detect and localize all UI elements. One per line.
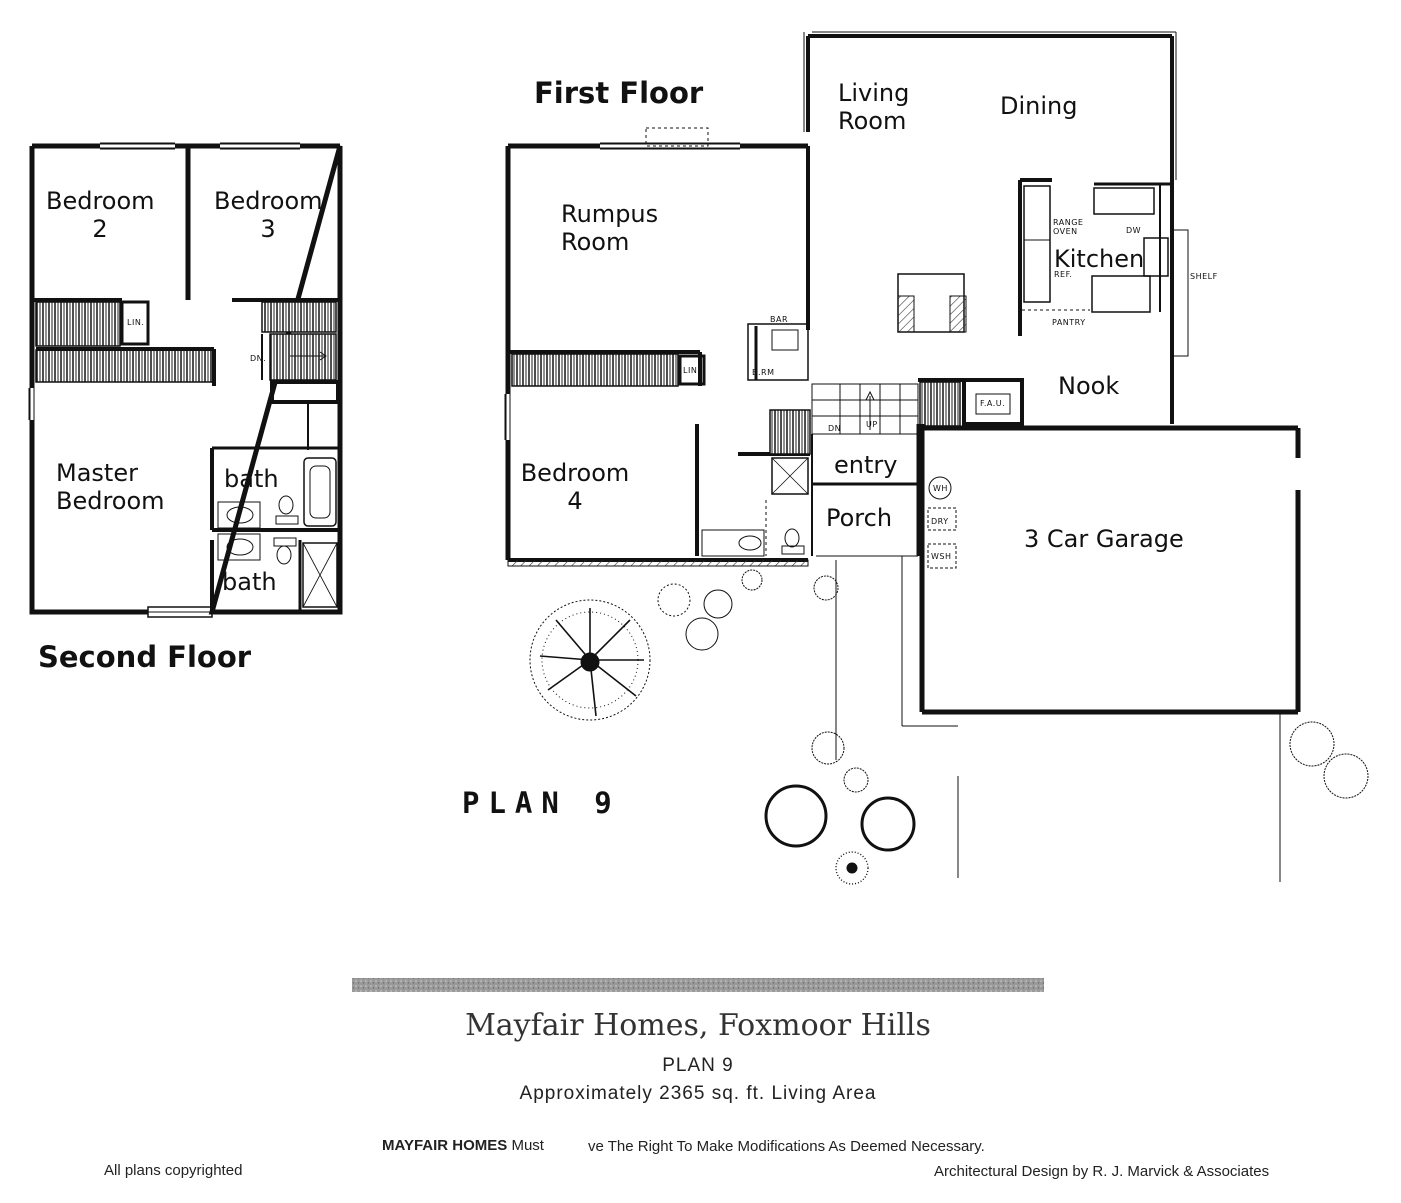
room-bedroom-3: Bedroom 3 xyxy=(214,187,323,244)
label-washer: WSH xyxy=(931,552,952,561)
room-porch: Porch xyxy=(826,504,893,532)
footer-company: MAYFAIR HOMES xyxy=(382,1137,508,1154)
label-stairs-up: UP xyxy=(866,420,878,429)
label-pantry: PANTRY xyxy=(1052,318,1086,327)
label-water-heater: WH xyxy=(933,484,948,493)
plan-number-label: PLAN 9 xyxy=(462,786,621,820)
footer-notice-left: MAYFAIR HOMES Must xyxy=(382,1137,544,1155)
label-linen-lower: LIN. xyxy=(683,366,701,375)
room-nook: Nook xyxy=(1058,372,1120,400)
room-entry: entry xyxy=(834,451,898,479)
room-bedroom-2: Bedroom 2 xyxy=(46,187,155,244)
room-3-car-garage: 3 Car Garage xyxy=(1024,525,1184,553)
label-dishwasher: DW xyxy=(1126,226,1142,235)
caption-title: Mayfair Homes, Foxmoor Hills xyxy=(465,1008,931,1043)
separator-bar xyxy=(352,978,1044,992)
room-bedroom-4: Bedroom 4 xyxy=(520,459,630,516)
label-furnace-unit: F.A.U. xyxy=(980,399,1006,408)
caption-area: Approximately 2365 sq. ft. Living Area xyxy=(519,1083,877,1104)
caption-plan: PLAN 9 xyxy=(662,1055,734,1076)
room-living-room: Living Room xyxy=(838,79,910,136)
footer-notice-a: Must xyxy=(511,1137,544,1154)
label-dryer: DRY xyxy=(931,517,949,526)
room-kitchen: Kitchen xyxy=(1054,245,1145,273)
room-bath-lower: bath xyxy=(222,568,277,596)
label-bar: BAR xyxy=(770,315,789,324)
first-floor-title: First Floor xyxy=(534,76,704,110)
second-floor-title: Second Floor xyxy=(38,640,252,674)
label-stairs-down: DN xyxy=(828,424,842,433)
label-range-oven: RANGE OVEN xyxy=(1053,218,1084,237)
label-bathroom-small: B.RM xyxy=(752,368,775,377)
label-shelf: SHELF xyxy=(1190,272,1218,281)
second-floor-plan xyxy=(28,142,343,618)
footer-notice-right: ve The Right To Make Modifications As De… xyxy=(588,1138,985,1155)
room-rumpus-room: Rumpus Room xyxy=(561,200,659,257)
label-stairs-down-upper: DN. xyxy=(250,354,267,363)
label-refrigerator: REF. xyxy=(1054,270,1073,279)
room-bath-upper: bath xyxy=(224,465,279,493)
landscape-drawing xyxy=(529,569,1369,885)
room-master-bedroom: Master Bedroom xyxy=(56,459,165,516)
label-linen-upper: LIN. xyxy=(127,318,145,327)
first-floor-plan xyxy=(504,31,1301,882)
footer-architect: Architectural Design by R. J. Marvick & … xyxy=(934,1163,1270,1180)
footer-copyright: All plans copyrighted xyxy=(104,1162,243,1179)
room-dining: Dining xyxy=(1000,92,1078,120)
